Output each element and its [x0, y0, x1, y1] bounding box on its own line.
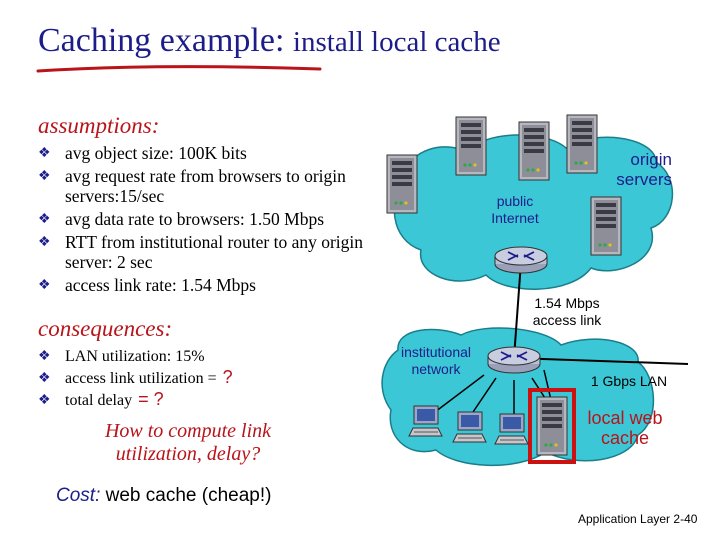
lan-line: [513, 357, 689, 365]
list-item: ❖access link rate: 1.54 Mbps: [38, 275, 256, 295]
local-cache-server-icon: [536, 396, 568, 456]
list-item: ❖avg request rate from browsers to origi…: [38, 166, 346, 206]
list-item: ❖avg data rate to browsers: 1.50 Mbps: [38, 209, 325, 229]
cost-text: web cache (cheap!): [105, 485, 272, 506]
list-item: ❖RTT from institutional router to any or…: [38, 232, 364, 272]
computer-icon: [408, 405, 443, 437]
list-item: ❖total delay= ?: [38, 389, 164, 410]
slide-footer: Application Layer 2-40: [578, 512, 697, 526]
origin-server-icon: [590, 196, 622, 256]
origin-server-icon: [455, 116, 487, 176]
origin-server-icon: [518, 121, 550, 181]
assumptions-list: ❖avg object size: 100K bits ❖avg request…: [36, 143, 396, 298]
public-internet-label: public Internet: [491, 193, 539, 226]
access-link-label: 1.54 Mbps access link: [532, 295, 602, 328]
assumptions-heading: assumptions:: [38, 113, 160, 138]
list-item: ❖avg object size: 100K bits: [38, 143, 247, 163]
diamond-bullet-icon: ❖: [38, 349, 51, 364]
cost-line: Cost: web cache (cheap!): [56, 485, 271, 507]
title-sub: install local cache: [292, 26, 501, 58]
institutional-network-cloud: [381, 327, 655, 466]
cache-highlight-box: [528, 388, 576, 464]
internet-router-icon: [494, 246, 548, 274]
diamond-bullet-icon: ❖: [38, 169, 51, 184]
utilization-question: How to compute link utilization, delay?: [104, 420, 272, 465]
diamond-bullet-icon: ❖: [38, 146, 51, 161]
network-diagram: [381, 114, 689, 466]
institutional-router-icon: [487, 346, 541, 374]
origin-servers-label: origin servers: [616, 150, 672, 189]
cost-label: Cost:: [56, 485, 101, 506]
diamond-bullet-icon: ❖: [38, 393, 51, 408]
lan-label: 1 Gbps LAN: [590, 373, 668, 389]
origin-server-icon: [386, 154, 418, 214]
page-number: 2-40: [673, 512, 698, 526]
consequences-heading: consequences:: [38, 316, 173, 341]
diamond-bullet-icon: ❖: [38, 371, 51, 386]
diamond-bullet-icon: ❖: [38, 278, 51, 293]
institutional-network-label: institutional network: [400, 344, 472, 377]
diamond-bullet-icon: ❖: [38, 212, 51, 227]
list-item: ❖access link utilization =?: [38, 367, 233, 388]
consequences-list: ❖LAN utilization: 15% ❖access link utili…: [36, 346, 336, 412]
origin-server-icon: [566, 114, 598, 174]
title-main: Caching example:: [38, 22, 285, 59]
access-link-line: [513, 261, 522, 359]
footer-section: Application Layer: [578, 512, 671, 526]
title-underline: [36, 65, 322, 73]
diamond-bullet-icon: ❖: [38, 235, 51, 250]
computer-icon: [452, 411, 487, 443]
local-cache-label: local web cache: [587, 408, 663, 448]
slide-title: Caching example: install local cache: [38, 22, 501, 60]
list-item: ❖LAN utilization: 15%: [38, 348, 205, 365]
